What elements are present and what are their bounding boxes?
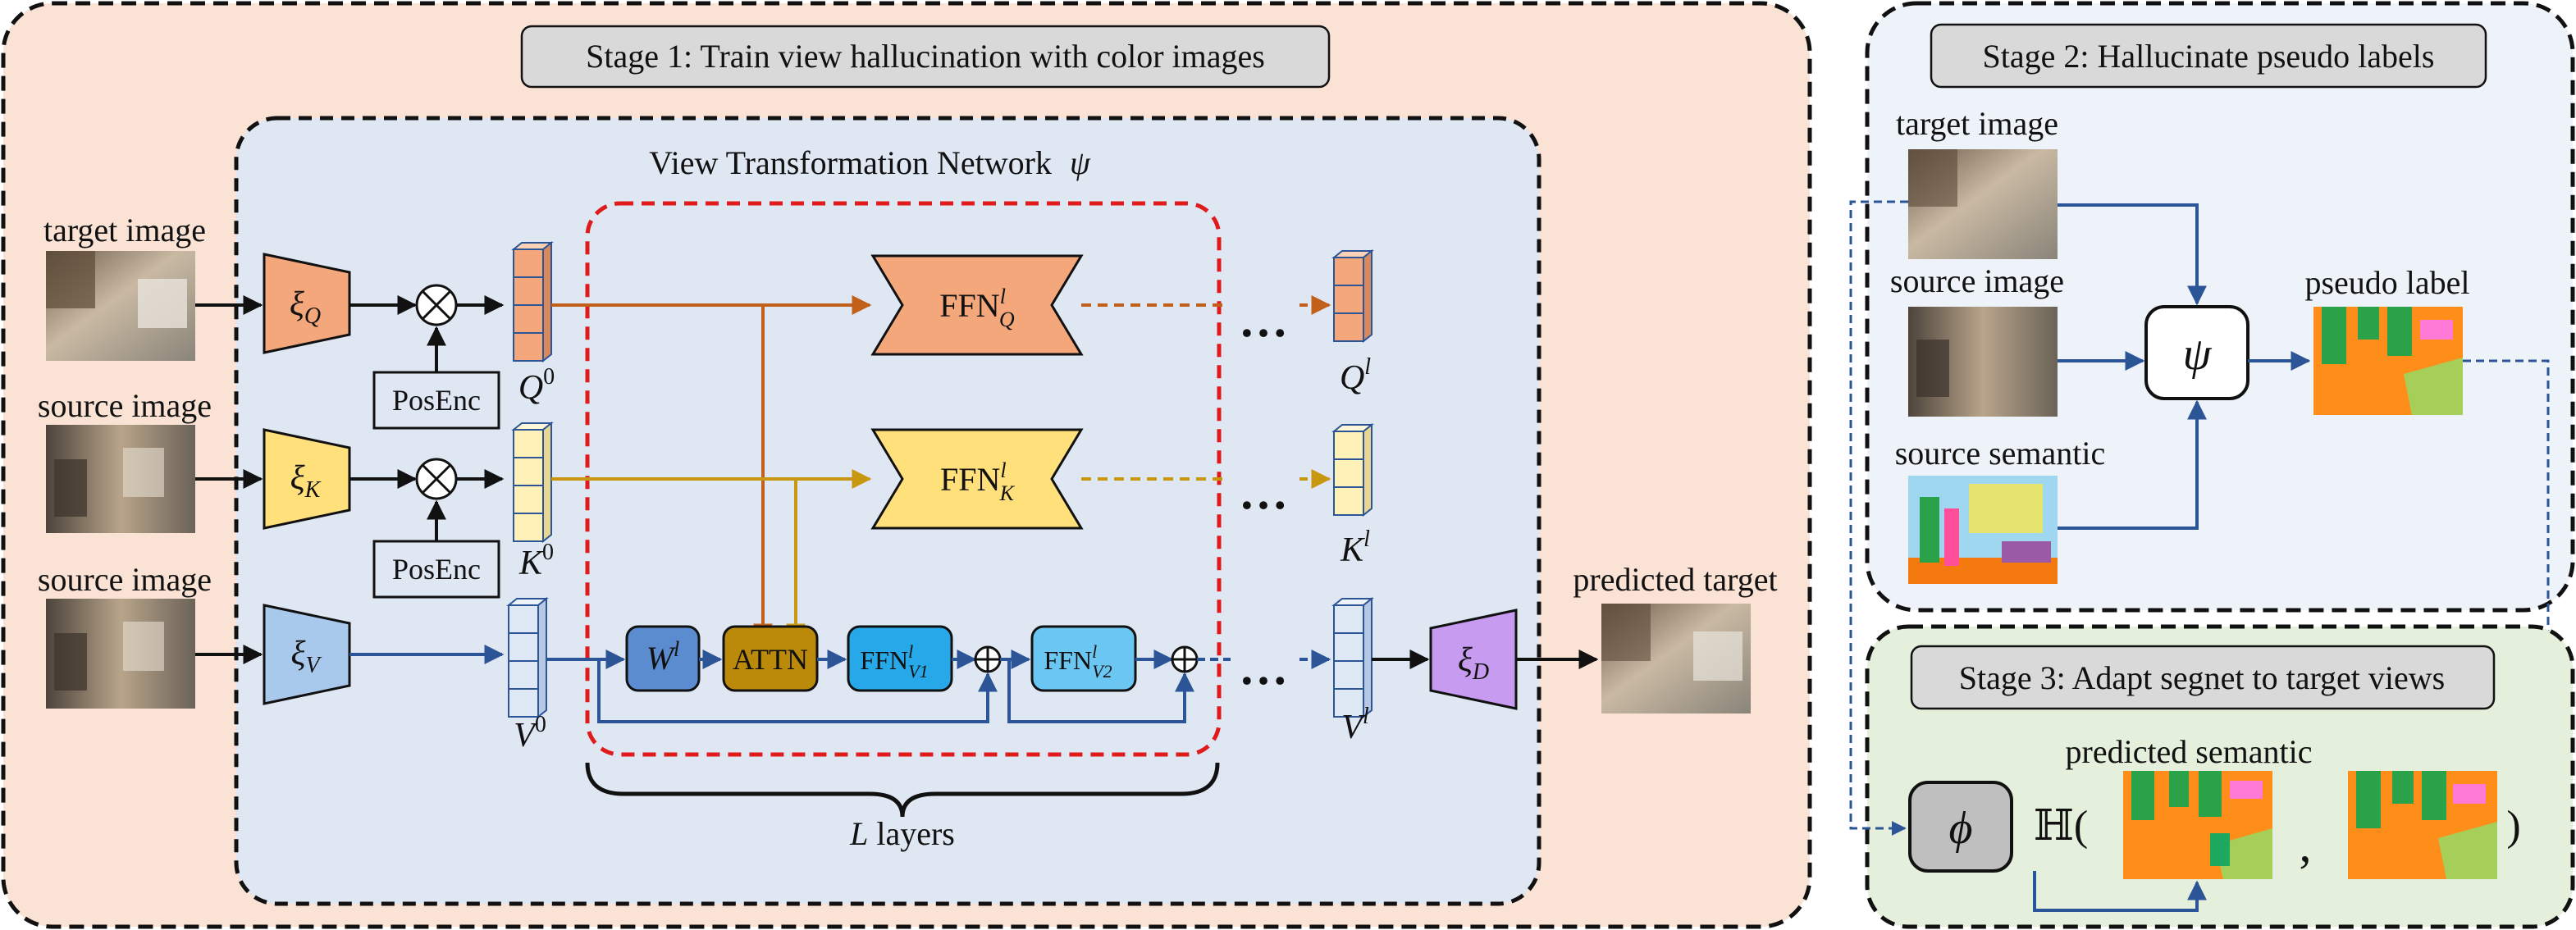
ellipsis-v: … (1239, 641, 1288, 695)
s2-psi-symbol: ψ (2183, 329, 2213, 380)
s2-source-image (1908, 307, 2058, 417)
s1-source-image-1 (46, 425, 195, 533)
kl-label: Kl (1340, 527, 1370, 569)
ql-label: Ql (1340, 354, 1371, 397)
ellipsis-q: … (1239, 293, 1288, 347)
decoder: ξD (1429, 609, 1518, 710)
encoder-k: ξK (263, 428, 351, 530)
s1-target-image-label: target image (43, 212, 206, 248)
s2-source-semantic-image (1908, 476, 2058, 584)
pseudo-label-image (2313, 307, 2463, 415)
encoder-v: ξV (263, 604, 351, 705)
posenc-k-label: PosEnc (392, 553, 481, 586)
layers-brace (585, 762, 1220, 818)
w-block: Wl (625, 625, 701, 692)
q0-label: Q0 (518, 364, 555, 407)
otimes-k (415, 458, 458, 500)
token-stack-kl (1331, 422, 1374, 517)
predicted-target-image (1601, 604, 1751, 713)
posenc-q-label: PosEnc (392, 384, 481, 417)
svg-text:ξK: ξK (290, 459, 322, 503)
pseudo-label-label: pseudo label (2304, 264, 2469, 301)
k0-label: K0 (518, 540, 554, 582)
entropy-comma: , (2300, 818, 2312, 872)
stage1-title-box (520, 25, 1331, 89)
s2-source-image-label: source image (1890, 262, 2064, 299)
oplus-2 (1171, 645, 1199, 673)
s2-target-image-label: target image (1896, 105, 2058, 142)
posenc-q (372, 371, 500, 430)
s1-source-image-2 (46, 599, 195, 709)
svg-text:Wl: Wl (646, 637, 680, 677)
token-stack-q0 (511, 240, 554, 363)
entropy-open: ℍ( (2034, 803, 2088, 850)
vl-label: Vl (1341, 704, 1369, 746)
stage3-title: Stage 3: Adapt segnet to target views (1959, 659, 2445, 696)
stage1-title: Stage 1: Train view hallucination with c… (586, 38, 1265, 75)
s3-phi-box (1908, 781, 2013, 873)
oplus-1 (974, 645, 1002, 673)
s2-source-semantic-label: source semantic (1895, 435, 2106, 472)
svg-text:ξQ: ξQ (290, 285, 321, 329)
token-stack-vl (1331, 596, 1374, 719)
s2-target-image (1908, 149, 2058, 259)
svg-text:ξD: ξD (1458, 641, 1489, 685)
s1-target-image (46, 251, 195, 361)
predicted-semantic-label: predicted semantic (2066, 733, 2313, 770)
otimes-q (415, 284, 458, 326)
stage2-title: Stage 2: Hallucinate pseudo labels (1983, 38, 2435, 75)
posenc-k (372, 540, 500, 599)
attn-block: ATTN (722, 625, 819, 692)
s1-source-image-label-2: source image (38, 561, 212, 598)
ellipsis-k: … (1239, 465, 1288, 519)
token-stack-ql (1331, 248, 1374, 344)
s2-psi-box (2144, 305, 2249, 400)
svg-text:ATTN: ATTN (733, 643, 808, 676)
token-stack-v0 (506, 596, 549, 719)
s1-source-image-label-1: source image (38, 387, 212, 424)
entropy-close: ) (2506, 803, 2520, 850)
s3-pseudo-label-image (2348, 771, 2497, 879)
s3-phi-symbol: ϕ (1949, 803, 1973, 854)
encoder-q: ξQ (263, 253, 351, 354)
layers-label: L layers (849, 815, 955, 852)
predicted-target-label: predicted target (1573, 561, 1777, 598)
svg-text:ξV: ξV (290, 635, 322, 678)
stage2-title-box (1930, 23, 2487, 89)
stage3-title-box (1910, 645, 2496, 710)
predicted-semantic-image (2123, 771, 2272, 879)
v0-label: V0 (514, 712, 546, 754)
token-stack-k0 (511, 421, 554, 544)
